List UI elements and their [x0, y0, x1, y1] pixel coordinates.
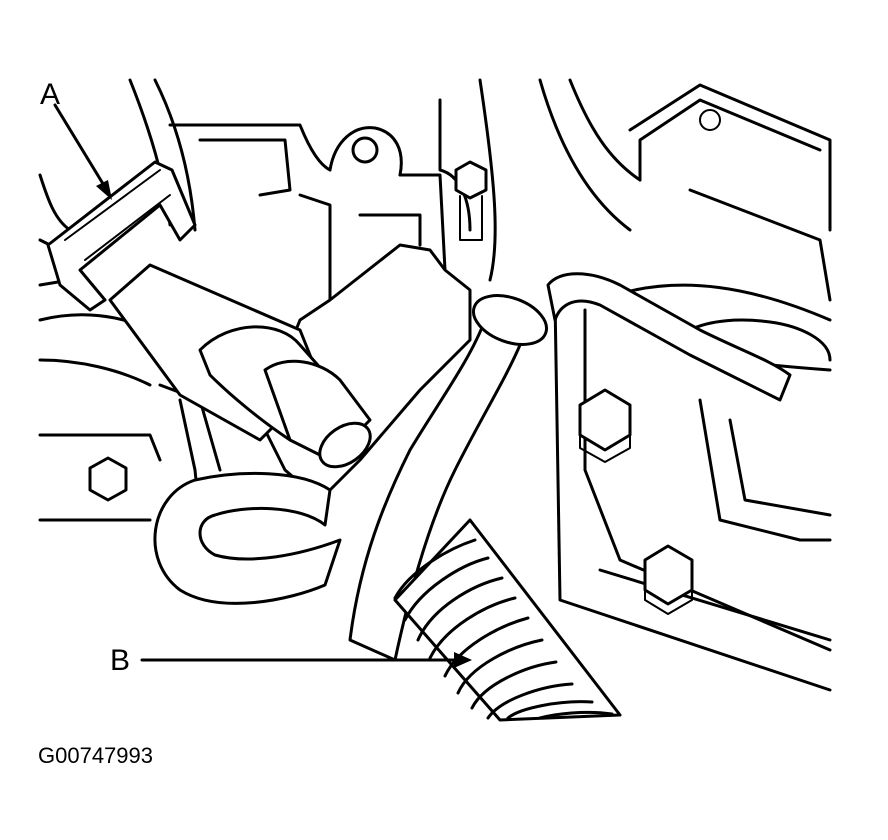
bolt-right-upper — [578, 388, 632, 463]
connector-clip — [46, 160, 197, 312]
bolt-right-lower — [643, 544, 694, 615]
bolt-left — [88, 456, 128, 502]
callout-label-a: A — [40, 78, 61, 111]
bolt-top-center — [454, 160, 488, 241]
corrugated-hose — [393, 518, 622, 722]
hose-right — [546, 272, 792, 402]
arrow-a-head — [96, 180, 112, 200]
curved-pipe — [153, 471, 342, 605]
fuel-line-tube — [348, 294, 548, 662]
quick-connector — [108, 263, 372, 469]
arrow-b-head — [454, 652, 472, 668]
callout-label-b: B — [110, 644, 131, 677]
callout-leaders — [53, 103, 472, 668]
figure-id: G00747993 — [38, 743, 153, 768]
